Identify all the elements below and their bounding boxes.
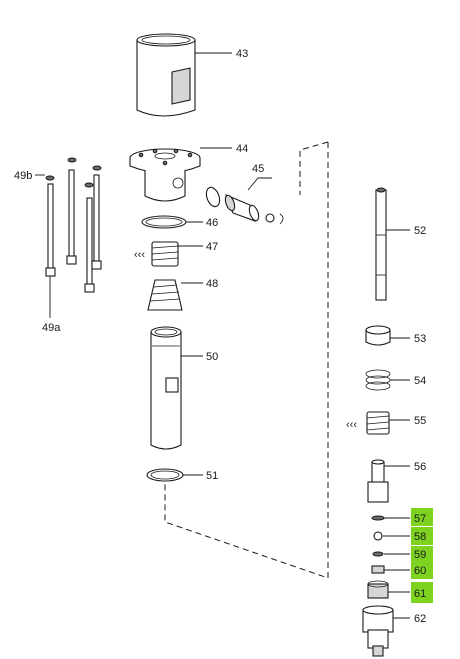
part-44-flange-head [129, 148, 201, 202]
part-61-sleeve [367, 580, 389, 599]
part-47-spring: ‹‹‹ [134, 241, 179, 267]
callout-60: 60 [414, 565, 426, 577]
part-60-seal [371, 565, 385, 574]
part-54-coil-spring [365, 369, 391, 391]
part-53-bushing [365, 325, 391, 346]
callout-52: 52 [414, 225, 426, 237]
assembly-path-left [299, 141, 329, 195]
callout-47: 47 [206, 241, 218, 253]
part-50-tube [150, 326, 182, 450]
part-57-clip [371, 515, 385, 521]
highlight-61 [411, 582, 433, 603]
part-55-spring: ‹‹‹ [346, 411, 390, 435]
callout-53: 53 [414, 333, 426, 345]
callout-46: 46 [206, 217, 218, 229]
callout-58: 58 [414, 531, 426, 543]
part-59-washer [372, 551, 384, 557]
part-62-nozzle [362, 605, 394, 657]
part-56-spindle [367, 459, 389, 503]
part-51-o-ring [146, 468, 184, 482]
part-58-ball [373, 531, 383, 541]
callout-55: 55 [414, 415, 426, 427]
part-48-cone-spring [147, 279, 183, 311]
callout-49b: 49b [14, 170, 32, 182]
part-46-o-ring [141, 215, 187, 229]
callout-49a: 49a [42, 322, 61, 334]
part-49-bolts [45, 157, 102, 293]
highlight-58 [411, 527, 433, 545]
callout-59: 59 [414, 549, 426, 561]
highlight-60 [411, 561, 433, 579]
assembly-path-right [164, 142, 329, 579]
part-52-shaft [375, 187, 387, 301]
callout-51: 51 [206, 470, 218, 482]
highlight-57 [411, 508, 433, 526]
part-43-housing [136, 33, 196, 117]
callout-50: 50 [206, 351, 218, 363]
callout-48: 48 [206, 278, 218, 290]
spring-direction-icon-2: ‹‹‹ [346, 419, 357, 431]
callout-44: 44 [236, 143, 248, 155]
callout-45: 45 [252, 163, 264, 175]
callout-43: 43 [236, 48, 248, 60]
callout-61: 61 [414, 588, 426, 600]
callout-56: 56 [414, 461, 426, 473]
part-45-valve-group [205, 186, 284, 225]
callout-57: 57 [414, 513, 426, 525]
callout-54: 54 [414, 375, 426, 387]
callout-62: 62 [414, 613, 426, 625]
spring-direction-icon: ‹‹‹ [134, 249, 145, 261]
highlight-59 [411, 546, 433, 564]
